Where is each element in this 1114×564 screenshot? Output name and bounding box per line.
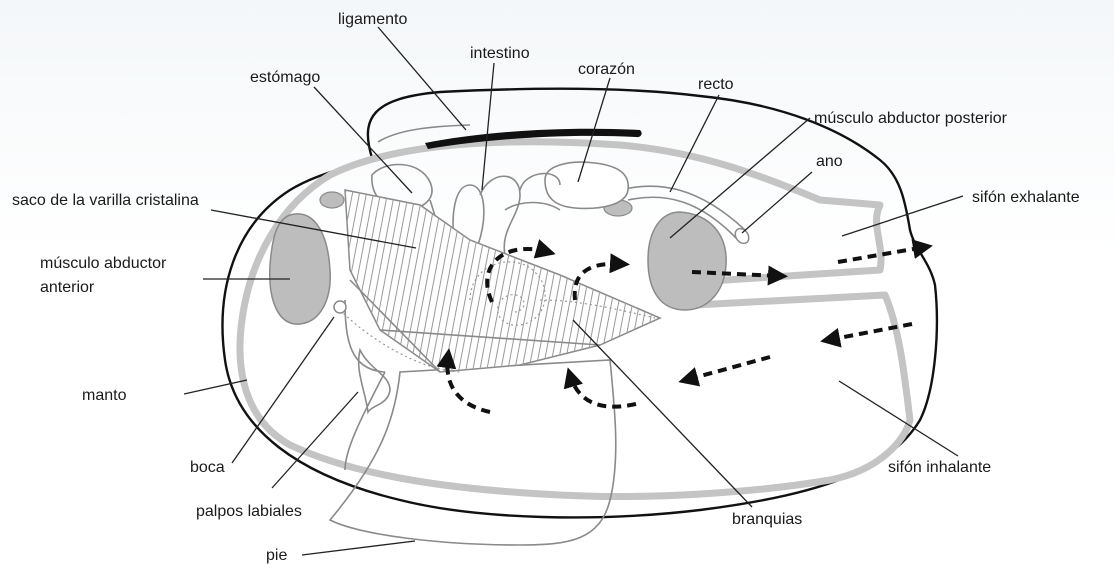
- label-recto: recto: [698, 76, 734, 93]
- label-ano: ano: [816, 153, 843, 170]
- heart: [545, 162, 628, 208]
- label-corazon: corazón: [578, 61, 635, 78]
- inhalant-current-arrow-2: [686, 357, 770, 380]
- label-saco-varilla: saco de la varilla cristalina: [12, 192, 199, 209]
- label-intestino: intestino: [470, 45, 530, 62]
- label-pie: pie: [266, 547, 287, 564]
- label-ligamento: ligamento: [338, 11, 407, 28]
- label-musculo-abductor-posterior: músculo abductor posterior: [814, 110, 1008, 127]
- label-musculo-abductor-anterior-2: anterior: [40, 279, 95, 296]
- label-sifon-exhalante: sifón exhalante: [972, 189, 1080, 206]
- posterior-adductor-muscle: [648, 212, 726, 310]
- label-musculo-abductor-anterior-1: músculo abductor: [40, 255, 167, 272]
- anus: [732, 226, 751, 246]
- label-estomago: estómago: [250, 69, 320, 86]
- label-manto: manto: [82, 387, 127, 404]
- anterior-small-muscle: [320, 192, 344, 208]
- labial-palp: [359, 350, 390, 412]
- label-boca: boca: [190, 459, 225, 476]
- label-palpos-labiales: palpos labiales: [196, 503, 302, 520]
- gill-current-arrow-4: [570, 375, 636, 407]
- mouth: [334, 301, 346, 313]
- label-sifon-inhalante: sifón inhalante: [888, 459, 991, 476]
- label-branquias: branquias: [732, 511, 802, 528]
